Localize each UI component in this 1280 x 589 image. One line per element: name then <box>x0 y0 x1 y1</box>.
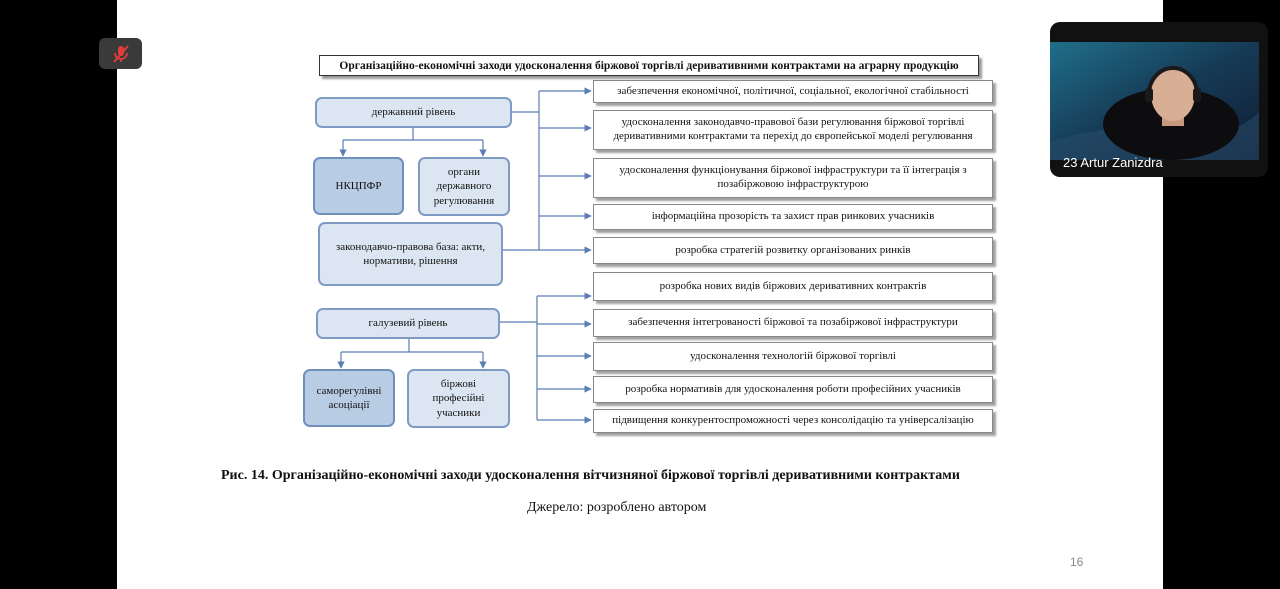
participants-box: біржові професійні учасники <box>407 369 510 428</box>
figure-source: Джерело: розроблено автором <box>527 500 707 515</box>
sro-box: саморегулівні асоціації <box>303 369 395 427</box>
participant-video-feed <box>1050 42 1259 160</box>
industry-level-box: галузевий рівень <box>316 308 500 339</box>
legal-base-box: законодавчо-правова база: акти, норматив… <box>318 222 503 286</box>
measure-item: підвищення конкурентоспроможності через … <box>593 409 993 433</box>
measure-item: інформаційна прозорість та захист прав р… <box>593 204 993 230</box>
measure-item: розробка стратегій розвитку організовани… <box>593 237 993 264</box>
measure-item: удосконалення функціонування біржової ін… <box>593 158 993 198</box>
measure-item: забезпечення інтегрованості біржової та … <box>593 309 993 337</box>
page-number: 16 <box>1070 555 1084 569</box>
diagram-connectors <box>337 87 592 424</box>
microphone-muted-icon <box>112 44 129 63</box>
measure-item: розробка нормативів для удосконалення ро… <box>593 376 993 403</box>
measure-item: удосконалення технологій біржової торгів… <box>593 342 993 371</box>
nkcpfr-box: НКЦПФР <box>313 157 404 215</box>
measure-item: забезпечення економічної, політичної, со… <box>593 80 993 103</box>
state-bodies-box: органи державного регулювання <box>418 157 510 216</box>
diagram-title: Організаційно-економічні заходи удоскона… <box>319 55 979 76</box>
measure-item: розробка нових видів біржових деривативн… <box>593 272 993 301</box>
participant-video-tile[interactable]: 23 Artur Zanizdra <box>1050 22 1268 177</box>
state-level-box: державний рівень <box>315 97 512 128</box>
mute-toggle-button[interactable] <box>99 38 142 69</box>
participant-name: 23 Artur Zanizdra <box>1063 155 1163 170</box>
figure-caption: Рис. 14. Організаційно-економічні заходи… <box>221 468 960 483</box>
measure-item: удосконалення законодавчо-правової бази … <box>593 110 993 150</box>
presentation-slide: Організаційно-економічні заходи удоскона… <box>117 0 1163 589</box>
